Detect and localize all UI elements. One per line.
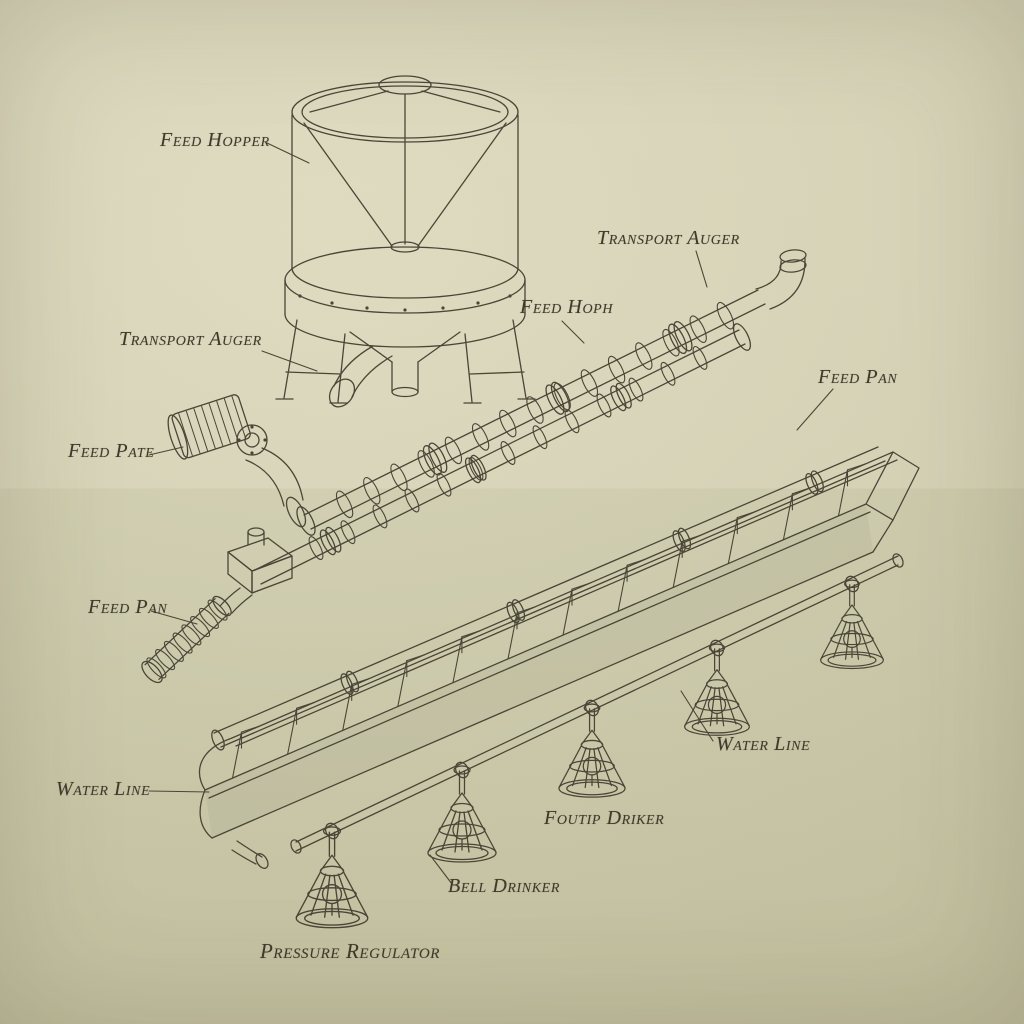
cooling-fins [146, 599, 228, 679]
leader-lines [148, 142, 834, 885]
label-water-line-left: Water Line [56, 778, 151, 800]
leader-bell-drinker [429, 854, 453, 885]
feed-trough [198, 451, 920, 869]
label-feed-pan-right: Feed Pan [818, 366, 898, 388]
trough-outlet-stub [231, 840, 269, 869]
label-feed-pate: Feed Pate [68, 440, 155, 462]
label-foutip-driker: Foutip Driker [544, 807, 665, 829]
leader-feed-hopper [266, 142, 310, 164]
auger-couplers [422, 320, 693, 476]
leader-feed-pan-right [796, 388, 834, 431]
trough-auger-pipe [211, 446, 886, 751]
label-transport-auger-left: Transport Auger [119, 328, 262, 350]
label-pressure-regulator: Pressure Regulator [260, 939, 441, 963]
label-feed-hopper: Feed Hopper [160, 129, 270, 151]
leader-transport-auger-left [261, 350, 318, 372]
motor-ribs [178, 395, 247, 457]
leader-feed-pate [148, 446, 184, 456]
auger-couplers [319, 382, 632, 556]
auger-flights [308, 345, 708, 561]
bell-drinker [558, 703, 626, 798]
feed-pan-unit [141, 595, 232, 684]
leader-water-line-right [680, 690, 714, 742]
gearbox [219, 527, 293, 614]
label-transport-auger-top: Transport Auger [597, 227, 740, 249]
bell-drinker [684, 643, 750, 736]
bell-drinker [427, 765, 497, 863]
leader-transport-auger-top [695, 250, 708, 288]
bell-drinker [295, 826, 369, 929]
hopper-legs [275, 319, 536, 404]
label-bell-drinker: Bell Drinker [448, 875, 560, 897]
drive-motor [167, 394, 307, 528]
auger-flights [335, 301, 735, 519]
label-feed-pan-left: Feed Pan [88, 596, 168, 618]
drum-rivets [298, 294, 512, 312]
transport-auger-lower [254, 323, 752, 585]
bell-drinker [820, 579, 884, 670]
feed-hopper [275, 75, 536, 408]
auger-couplers [340, 470, 824, 696]
leader-feed-pan-left [150, 610, 198, 625]
label-feed-hoph: Feed Hoph [520, 296, 614, 318]
label-water-line-right: Water Line [716, 733, 811, 755]
discharge-boot [328, 345, 393, 408]
leader-feed-hoph [561, 320, 585, 344]
transport-auger-upper [296, 249, 807, 536]
auger-elbow [755, 249, 807, 310]
leader-water-line-left [148, 790, 210, 793]
